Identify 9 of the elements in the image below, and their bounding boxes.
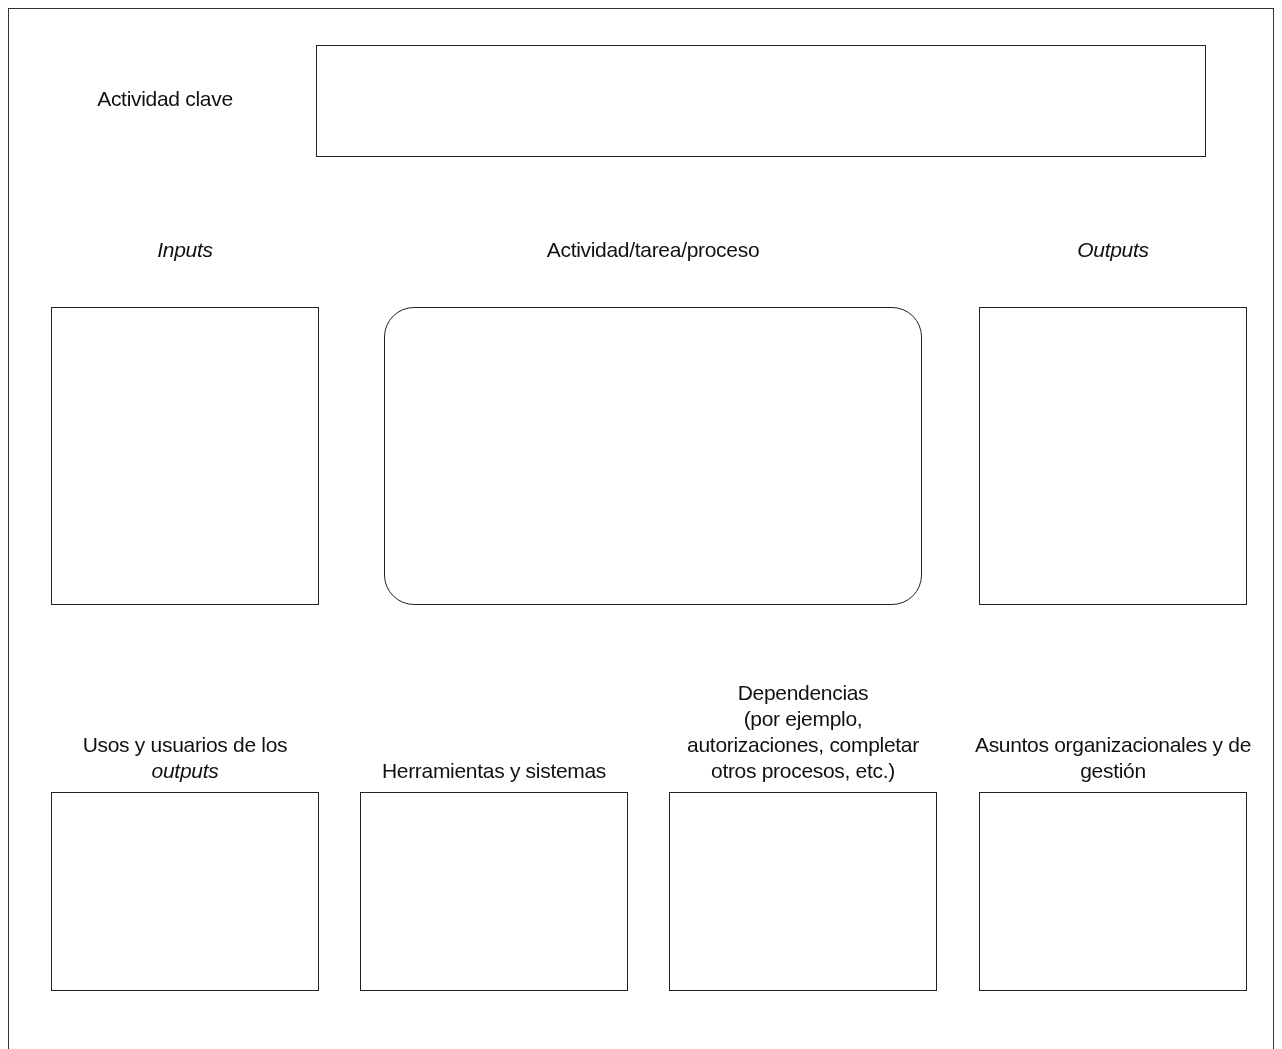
heading-label: Actividad/tarea/proceso — [545, 237, 761, 263]
heading-label: Dependencias — [736, 680, 870, 706]
heading-label: Outputs — [1076, 237, 1150, 263]
heading-label: Inputs — [156, 237, 214, 263]
heading-label: Actividad clave — [96, 86, 234, 112]
heading-label: Asuntos organizacionales y de gestión — [973, 732, 1253, 784]
note-text: (por ejemplo, autorizaciones, completar otros procesos, etc.) — [686, 706, 920, 784]
heading-label: Usos y usuarios de los outputs — [81, 732, 289, 784]
heading-label: Herramientas y sistemas — [380, 758, 608, 784]
